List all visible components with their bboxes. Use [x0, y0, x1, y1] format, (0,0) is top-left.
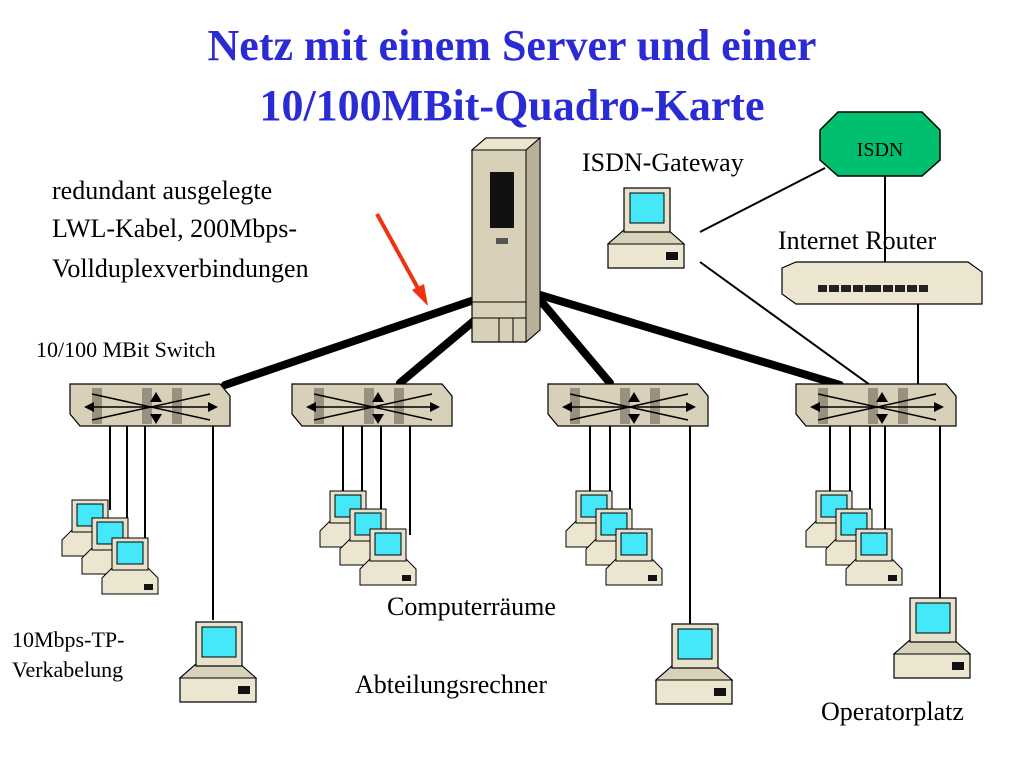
tp-label-line-1: 10Mbps-TP- [12, 627, 125, 652]
isdn-label: ISDN [856, 139, 904, 161]
switch-icon [547, 383, 709, 427]
workstation-icon [893, 597, 971, 679]
switch-label: 10/100 MBit Switch [36, 337, 216, 362]
workstation-icon [655, 623, 733, 705]
wan-links [699, 167, 919, 386]
switch-icon [795, 383, 957, 427]
internet-router-label: Internet Router [778, 226, 937, 255]
tp-label-line-2: Verkabelung [12, 657, 124, 682]
redundant-label-line-3: Vollduplexverbindungen [52, 254, 309, 283]
operatorplatz-label: Operatorplatz [821, 697, 964, 726]
redundant-label-line-2: LWL-Kabel, 200Mbps- [52, 214, 298, 243]
redundant-label-line-1: redundant ausgelegte [52, 176, 273, 205]
page-title-line-2: 10/100MBit-Quadro-Karte [259, 81, 765, 130]
page-title-line-1: Netz mit einem Server und einer [207, 21, 817, 70]
workstation-icon [179, 621, 257, 703]
red-arrow-icon [375, 213, 428, 306]
server-links [221, 291, 844, 389]
switch-icon [69, 383, 231, 427]
server-tower-icon [470, 136, 542, 344]
computerraeume-label: Computerräume [387, 592, 556, 621]
isdn-cloud-icon [819, 111, 941, 177]
isdn-gateway-label: ISDN-Gateway [582, 148, 744, 177]
router-icon [781, 261, 983, 305]
workstation-icon [607, 187, 685, 269]
abteilungsrechner-label: Abteilungsrechner [355, 670, 548, 699]
switch-icon [291, 383, 453, 427]
